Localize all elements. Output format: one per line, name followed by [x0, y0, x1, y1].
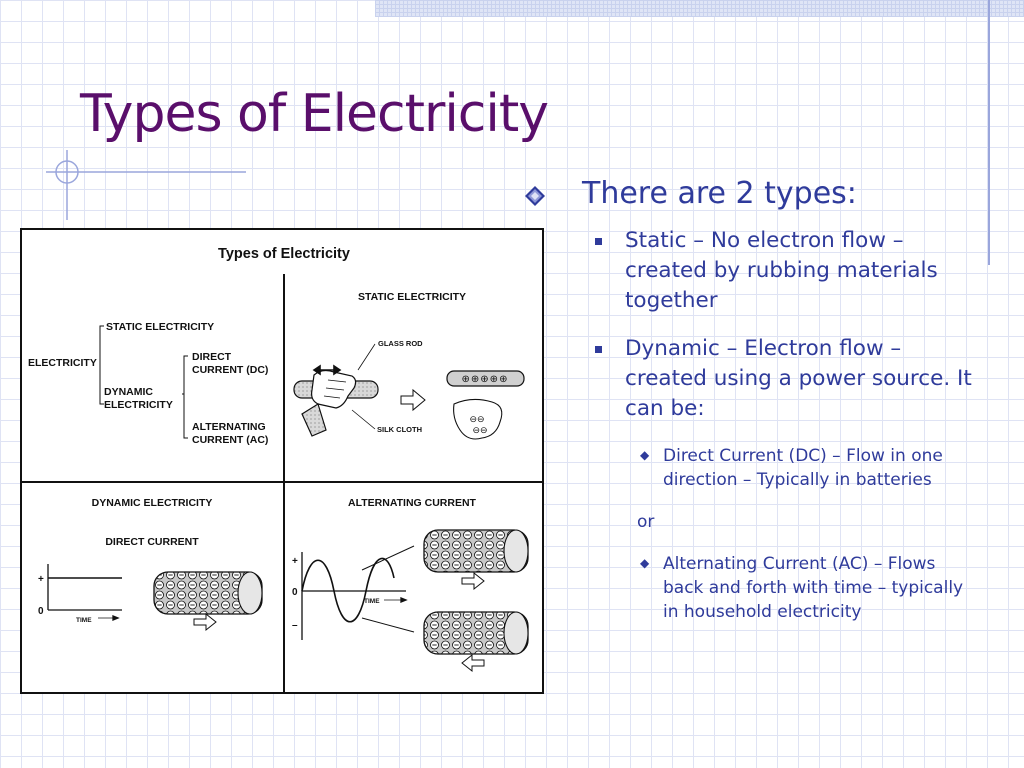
dc-flow-arrow-icon: [193, 612, 217, 632]
silk-cloth-label: SILK CLOTH: [377, 425, 422, 434]
dc-graph: [47, 564, 122, 621]
ac-axis-labels: + 0 – TIME: [292, 556, 380, 631]
tree-dynamic-label-line1: DYNAMIC: [104, 386, 153, 398]
charged-cloth-icon: ⊖⊖ ⊖⊖: [453, 398, 503, 440]
ac-time-label: TIME: [364, 598, 380, 605]
bullet-list: There are 2 types: Static – No electron …: [520, 176, 1000, 624]
slide-title: Types of Electricity: [80, 84, 549, 144]
square-bullet-icon: [595, 346, 602, 353]
ac-wire-cylinder-reverse-icon: [423, 611, 529, 655]
rub-direction-arrow-icon: [312, 364, 342, 376]
diamond-bullet-icon: [525, 186, 545, 206]
dynamic-panel-title: DYNAMIC ELECTRICITY: [92, 497, 213, 509]
bullet-dynamic: Dynamic – Electron flow – created using …: [520, 334, 977, 424]
tree-static-label: STATIC ELECTRICITY: [106, 321, 214, 333]
tree-dc-label-line2: CURRENT (DC): [192, 364, 268, 376]
charged-rod-icon: ⊕⊕⊕⊕⊕: [446, 370, 525, 387]
bullet-level1: There are 2 types:: [520, 176, 1000, 212]
ac-panel-title: ALTERNATING CURRENT: [348, 497, 477, 509]
svg-text:⊕⊕⊕⊕⊕: ⊕⊕⊕⊕⊕: [462, 374, 509, 385]
ac-wire-cylinder-forward-icon: [423, 529, 529, 573]
bullet-static-text: Static – No electron flow – created by r…: [625, 228, 938, 313]
bullet-dynamic-text: Dynamic – Electron flow – created using …: [625, 336, 972, 421]
crosshair-decoration-icon: [46, 150, 246, 220]
right-accent-line: [988, 0, 990, 265]
small-diamond-bullet-icon: ◆: [640, 556, 650, 570]
ac-forward-arrow-icon: [461, 571, 485, 591]
static-panel-title: STATIC ELECTRICITY: [358, 291, 466, 303]
glass-rod-pointer: [357, 343, 376, 371]
tree-root-label: ELECTRICITY: [28, 357, 97, 369]
dc-time-label: TIME: [76, 617, 92, 624]
bullet-types-text: There are 2 types:: [582, 176, 857, 211]
bullet-dc: ◆ Direct Current (DC) – Flow in one dire…: [520, 444, 981, 492]
ac-sine-graph: [301, 545, 415, 640]
ac-reverse-arrow-icon: [461, 653, 485, 673]
tree-ac-label-line2: CURRENT (AC): [192, 434, 268, 446]
hand-rubbing-drawing: [301, 369, 357, 437]
bullet-ac: ◆ Alternating Current (AC) – Flows back …: [520, 552, 981, 624]
figure-main-title: Types of Electricity: [218, 246, 350, 262]
bullet-dc-text: Direct Current (DC) – Flow in one direct…: [663, 446, 943, 490]
dc-panel-subtitle: DIRECT CURRENT: [105, 536, 199, 548]
dc-axis-labels: + 0 TIME: [38, 574, 92, 624]
dc-zero-label: 0: [38, 606, 44, 617]
electricity-types-figure: Types of Electricity ELECTRICITY STATIC …: [20, 228, 544, 694]
dc-plus-label: +: [38, 574, 44, 585]
ac-minus-label: –: [292, 620, 298, 631]
ac-plus-label: +: [292, 556, 298, 567]
svg-text:⊖⊖: ⊖⊖: [472, 425, 487, 435]
top-decorative-band: [375, 0, 1024, 17]
tree-dynamic-label-line2: ELECTRICITY: [104, 399, 173, 411]
ac-zero-label: 0: [292, 587, 298, 598]
small-diamond-bullet-icon: ◆: [640, 448, 650, 462]
bullet-ac-text: Alternating Current (AC) – Flows back an…: [663, 554, 964, 622]
static-transfer-arrow-icon: [400, 388, 426, 412]
or-text: or: [637, 512, 655, 532]
tree-dc-label-line1: DIRECT: [192, 351, 232, 363]
svg-text:⊖⊖: ⊖⊖: [469, 414, 484, 424]
bullet-static: Static – No electron flow – created by r…: [520, 226, 977, 316]
figure-drawing: Types of Electricity ELECTRICITY STATIC …: [22, 246, 542, 692]
square-bullet-icon: [595, 238, 602, 245]
silk-cloth-pointer: [351, 409, 376, 430]
tree-ac-label-line1: ALTERNATING: [192, 421, 266, 433]
glass-rod-label: GLASS ROD: [378, 339, 423, 348]
dc-wire-cylinder-icon: [153, 571, 263, 615]
tree-connector-lines: [99, 325, 188, 439]
